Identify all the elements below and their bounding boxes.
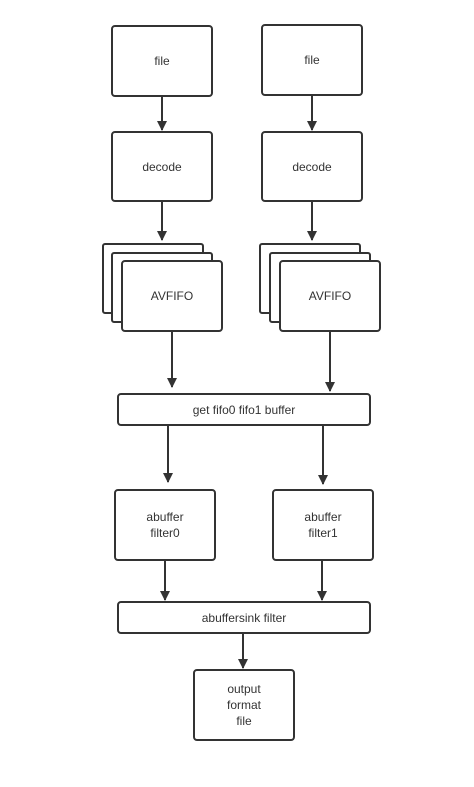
output-node-line1: output	[227, 682, 261, 696]
abuffer-filter0-line2: filter0	[150, 526, 180, 540]
decode-node-right-label: decode	[292, 159, 332, 174]
file-node-left: file	[111, 25, 213, 97]
abuffer-filter0-line1: abuffer	[146, 510, 184, 524]
abuffer-filter1-line2: filter1	[308, 526, 338, 540]
abuffer-filter0-node: abuffer filter0	[114, 489, 216, 561]
get-buffer-node-label: get fifo0 fifo1 buffer	[192, 402, 296, 417]
file-node-right-label: file	[304, 53, 320, 67]
fifo-node-right-label: AVFIFO	[308, 289, 352, 303]
decode-node-left: decode	[111, 131, 213, 202]
decode-node-right: decode	[261, 131, 363, 202]
fifo-node-left-label: AVFIFO	[150, 289, 194, 303]
output-node: output format file	[193, 669, 295, 741]
file-node-left-label: file	[154, 54, 170, 68]
abuffersink-node-label: abuffersink filter	[201, 610, 287, 625]
output-node-line3: file	[236, 714, 252, 728]
get-buffer-node: get fifo0 fifo1 buffer	[117, 393, 371, 426]
abuffer-filter1-node: abuffer filter1	[272, 489, 374, 561]
fifo-node-right: AVFIFO	[279, 260, 381, 332]
decode-node-left-label: decode	[142, 159, 182, 174]
fifo-node-left: AVFIFO	[121, 260, 223, 332]
output-node-line2: format	[226, 698, 261, 712]
abuffer-filter1-line1: abuffer	[304, 510, 342, 524]
abuffersink-node: abuffersink filter	[117, 601, 371, 634]
file-node-right: file	[261, 24, 363, 96]
